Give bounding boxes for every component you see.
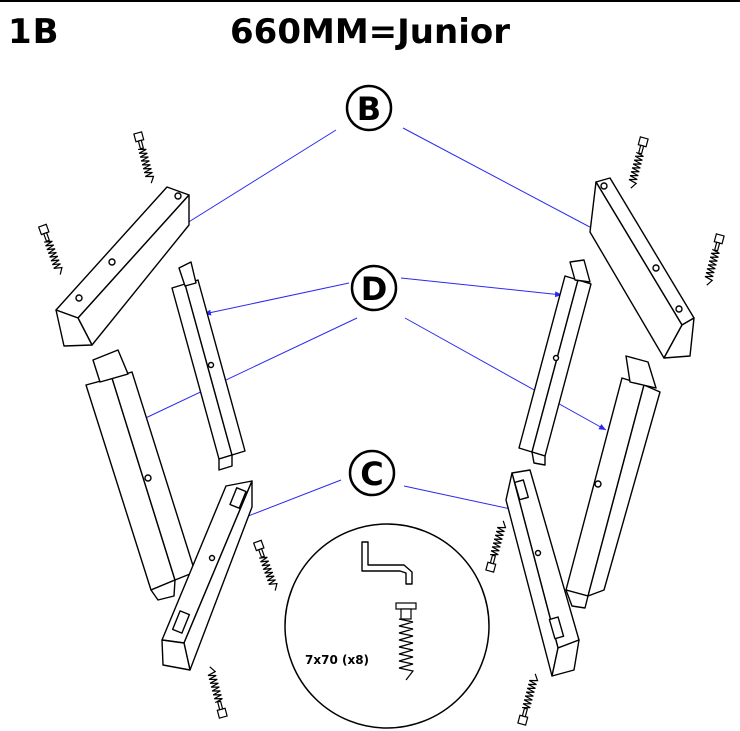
loose-screws xyxy=(37,131,725,726)
svg-text:B: B xyxy=(357,90,381,128)
rail-c-right xyxy=(505,469,580,677)
leg-d-left-upper xyxy=(171,261,246,471)
page-title: 660MM=Junior xyxy=(230,12,510,52)
allen-key-icon xyxy=(361,541,413,585)
screw-icon xyxy=(395,602,417,681)
rail-c-left xyxy=(161,480,253,671)
rail-b-left xyxy=(55,186,190,347)
callout-b: B xyxy=(345,84,393,132)
svg-text:D: D xyxy=(361,270,388,308)
pointer-arrows xyxy=(134,127,621,521)
step-number: 1B xyxy=(8,12,60,52)
leg-d-right-lower xyxy=(565,355,661,609)
rail-b-right xyxy=(589,177,695,359)
screw-spec-label: 7x70 (x8) xyxy=(305,653,369,667)
callout-c: C xyxy=(348,449,396,497)
top-rule xyxy=(0,0,740,2)
svg-text:C: C xyxy=(360,455,383,493)
leg-d-right-upper xyxy=(518,259,592,466)
leg-d-left-lower xyxy=(85,349,196,601)
callout-d: D xyxy=(350,264,398,312)
hardware-panel: 7x70 (x8) xyxy=(284,523,490,729)
